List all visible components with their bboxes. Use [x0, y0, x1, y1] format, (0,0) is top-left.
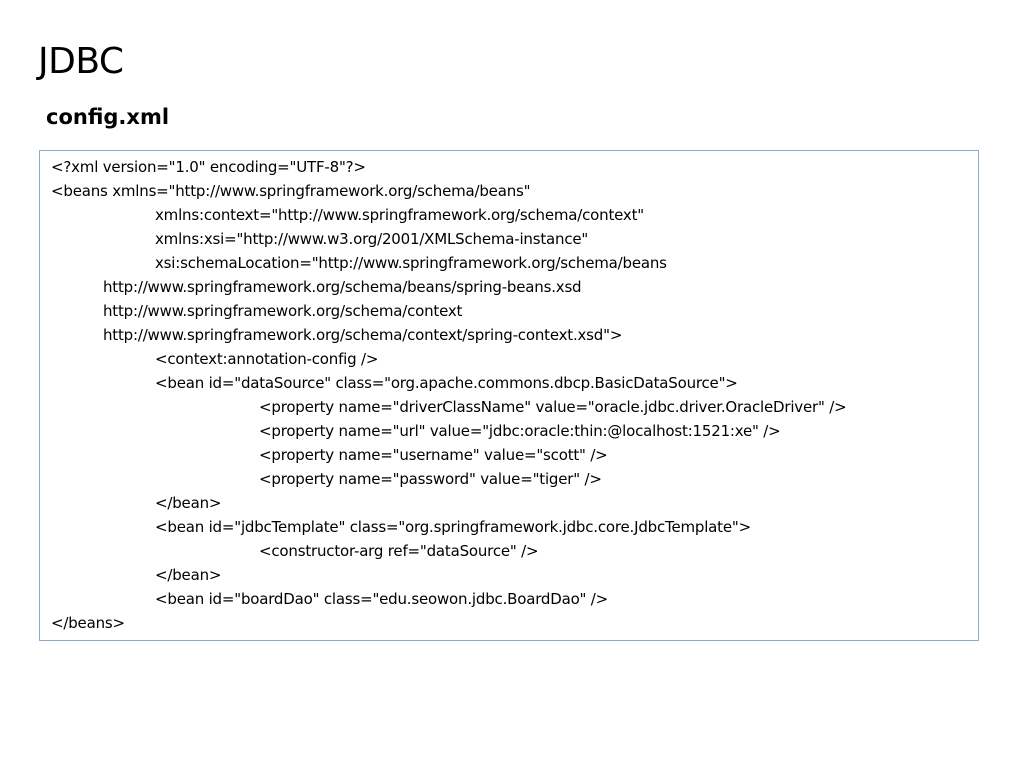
code-line: http://www.springframework.org/schema/co…: [103, 302, 463, 320]
code-line: xmlns:context="http://www.springframewor…: [155, 206, 644, 224]
code-line: </bean>: [155, 494, 222, 512]
code-line: <property name="url" value="jdbc:oracle:…: [259, 422, 781, 440]
code-line: </bean>: [155, 566, 222, 584]
code-line: http://www.springframework.org/schema/be…: [103, 278, 582, 296]
code-line: xsi:schemaLocation="http://www.springfra…: [155, 254, 667, 272]
code-block: <?xml version="1.0" encoding="UTF-8"?> <…: [39, 150, 979, 641]
slide-subtitle: config.xml: [46, 105, 170, 129]
code-line: <constructor-arg ref="dataSource" />: [259, 542, 539, 560]
code-line: <bean id="jdbcTemplate" class="org.sprin…: [155, 518, 751, 536]
code-line: <property name="driverClassName" value="…: [259, 398, 847, 416]
code-line: <bean id="boardDao" class="edu.seowon.jd…: [155, 590, 609, 608]
code-line: <beans xmlns="http://www.springframework…: [51, 182, 531, 200]
code-line: http://www.springframework.org/schema/co…: [103, 326, 623, 344]
slide-title: JDBC: [38, 41, 124, 82]
code-line: <property name="password" value="tiger" …: [259, 470, 602, 488]
code-line: </beans>: [51, 614, 125, 632]
code-line: <property name="username" value="scott" …: [259, 446, 608, 464]
code-line: <?xml version="1.0" encoding="UTF-8"?>: [51, 158, 366, 176]
code-line: <context:annotation-config />: [155, 350, 379, 368]
code-line: <bean id="dataSource" class="org.apache.…: [155, 374, 738, 392]
code-line: xmlns:xsi="http://www.w3.org/2001/XMLSch…: [155, 230, 589, 248]
